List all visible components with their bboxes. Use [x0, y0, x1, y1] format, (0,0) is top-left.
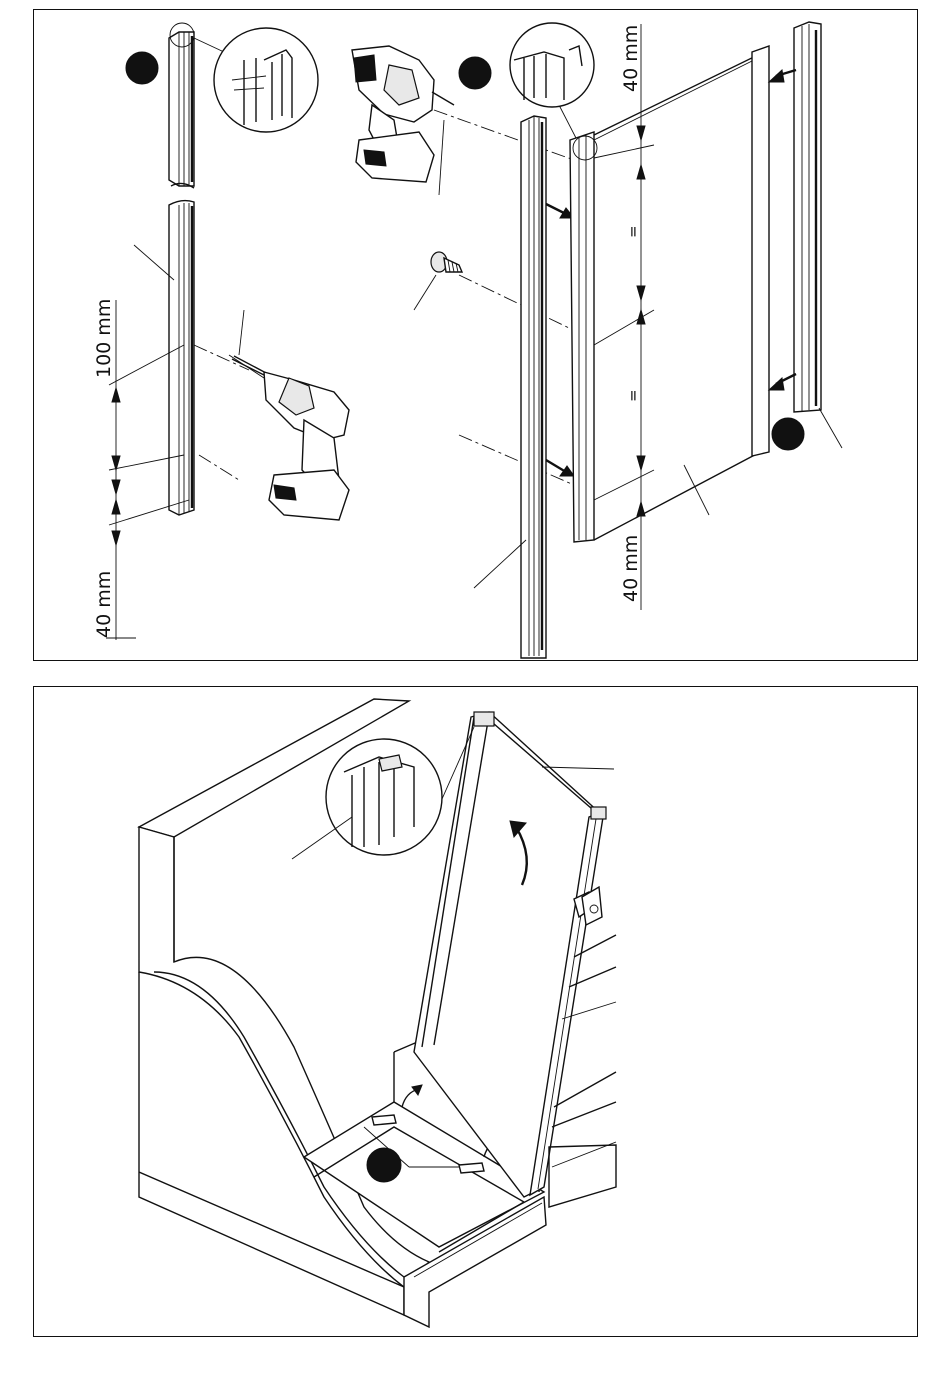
screw-icon — [414, 252, 462, 310]
step-marker-icon — [126, 52, 158, 84]
top-diagram-svg: 100 mm 40 mm — [34, 10, 919, 662]
dimension-label-100mm: 100 mm — [93, 299, 115, 378]
right-wall-profile — [769, 22, 842, 448]
panel-bottom-installation-diagram — [33, 686, 918, 1337]
left-wall-profile — [169, 32, 194, 515]
step-marker-icon — [459, 57, 491, 89]
glass-door-panel — [414, 712, 616, 1197]
drill-icon — [229, 310, 349, 520]
step-marker-icon — [772, 418, 804, 450]
panel-top-drilling-diagram: 100 mm 40 mm — [33, 9, 918, 661]
arrow-icon — [546, 204, 574, 476]
dimension-label-left-40mm: 40 mm — [93, 571, 115, 638]
door-panel-profile — [570, 46, 769, 542]
bottom-diagram-svg — [34, 687, 919, 1338]
equal-spacing-lower: = — [624, 389, 642, 402]
equal-spacing-upper: = — [624, 225, 642, 238]
step-marker-icon — [367, 1148, 401, 1182]
right-dimension-lines: 40 mm 40 mm = = — [620, 24, 645, 610]
dimension-label-right-top-40mm: 40 mm — [620, 25, 642, 92]
drill-icon — [352, 46, 454, 195]
dimension-label-right-bottom-40mm: 40 mm — [620, 535, 642, 602]
center-wall-profile — [474, 116, 546, 658]
